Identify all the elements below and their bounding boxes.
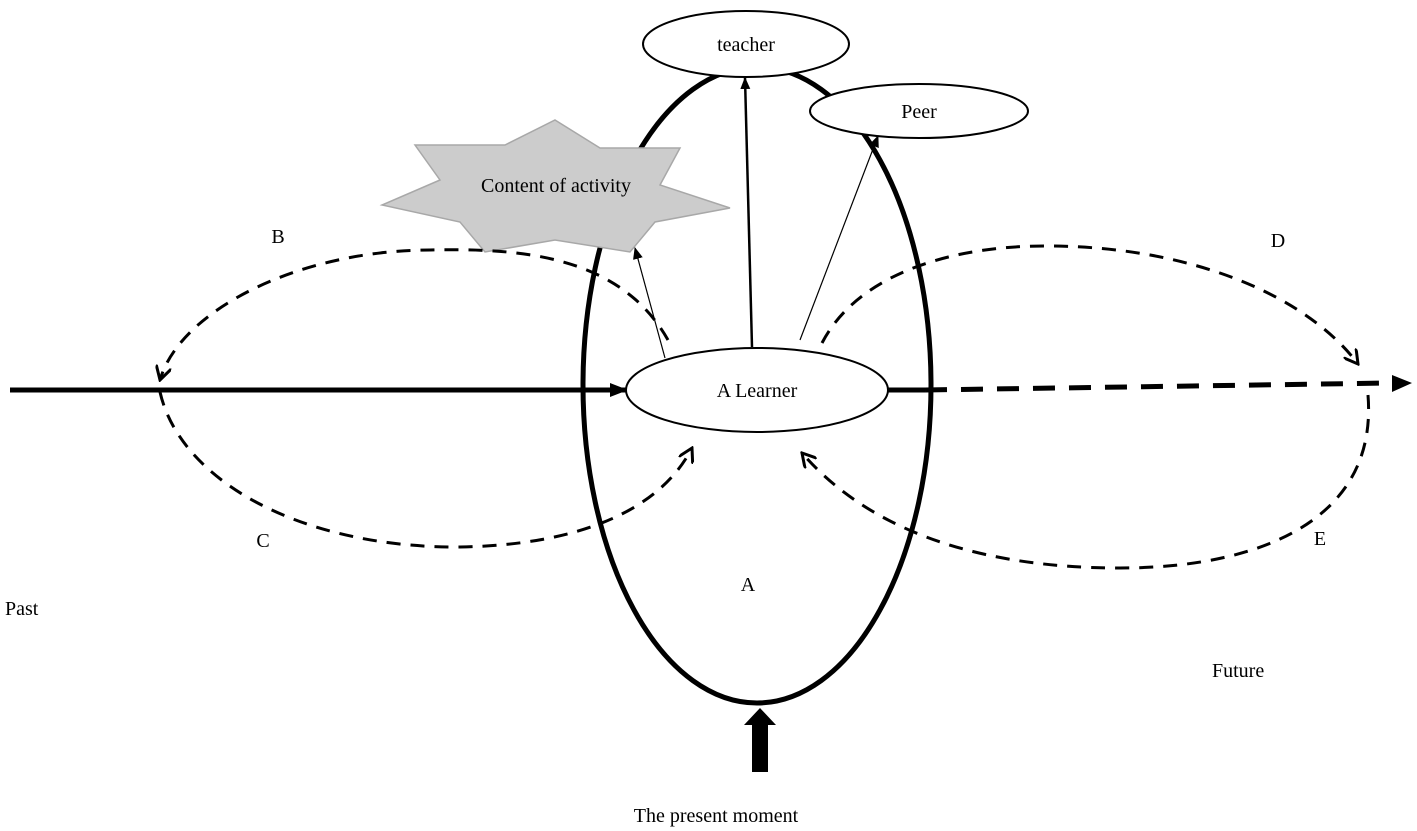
- content-of-activity-label: Content of activity: [481, 175, 631, 197]
- learner-label: A Learner: [717, 380, 798, 402]
- label-a: A: [741, 574, 756, 596]
- label-b: B: [271, 226, 284, 248]
- loop-c-arrow: [158, 391, 692, 549]
- present-moment-label: The present moment: [634, 805, 799, 827]
- loop-b-arrow: [160, 248, 670, 380]
- future-label: Future: [1212, 660, 1264, 682]
- peer-label: Peer: [901, 101, 937, 123]
- loop-d-arrow: [820, 244, 1358, 364]
- loop-e-arrow: [802, 394, 1371, 570]
- learner-to-content-arrow: [633, 247, 666, 359]
- present-moment-arrow: [744, 708, 776, 772]
- learner-to-peer-arrow: [799, 135, 879, 341]
- future-timeline-arrow: [924, 380, 1391, 393]
- peer-node: [809, 83, 1029, 139]
- label-c: C: [256, 530, 269, 552]
- teacher-node: [642, 10, 850, 78]
- content-of-activity-star: [379, 119, 731, 253]
- learner-node: [625, 347, 889, 433]
- past-label: Past: [5, 598, 39, 620]
- label-d: D: [1271, 230, 1285, 252]
- learner-to-teacher-arrow: [740, 77, 754, 348]
- teacher-label: teacher: [717, 34, 775, 56]
- future-arrowhead: [1392, 375, 1412, 392]
- label-e: E: [1314, 528, 1326, 550]
